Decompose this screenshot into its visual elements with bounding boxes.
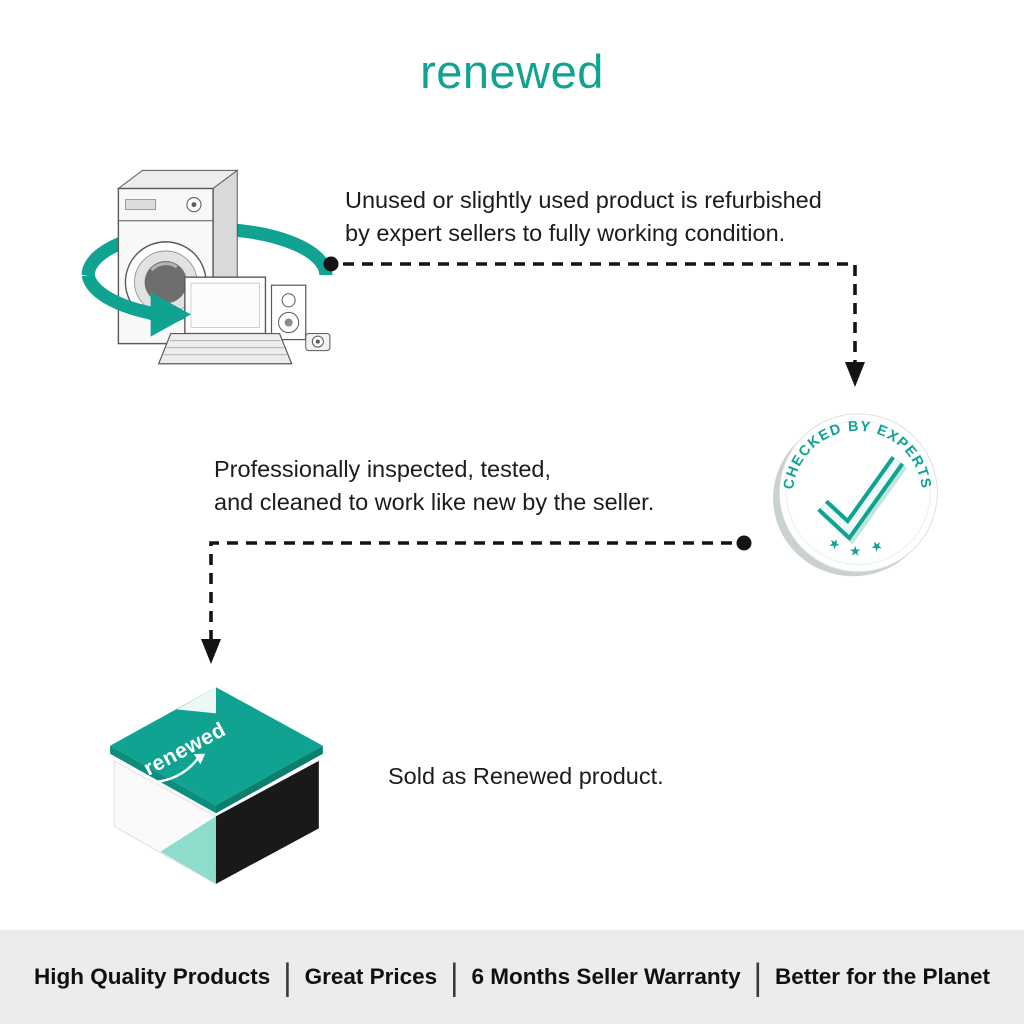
step-2-text: Professionally inspected, tested, and cl…	[214, 453, 654, 519]
box-fold	[176, 687, 216, 714]
badge-face	[778, 413, 938, 573]
connector-badge-to-box	[201, 535, 752, 664]
laptop-icon	[157, 276, 293, 365]
footer-item-warranty: 6 Months Seller Warranty	[471, 964, 741, 989]
step-1-text: Unused or slightly used product is refur…	[345, 184, 822, 250]
footer-item-quality: High Quality Products	[34, 964, 271, 989]
refurbished-products-illustration	[81, 169, 333, 365]
step-2-line-1: Professionally inspected, tested,	[214, 456, 552, 482]
connector-2-arrowhead	[201, 639, 221, 664]
connector-2-dashed-line	[209, 541, 732, 641]
step-1-line-2: by expert sellers to fully working condi…	[345, 220, 786, 246]
box-mint-triangle	[160, 816, 216, 884]
step-2-line-2: and cleaned to work like new by the sell…	[214, 489, 655, 515]
footer-separator: |	[283, 955, 292, 998]
recycle-arrow-head	[150, 292, 191, 337]
step-3-line-1: Sold as Renewed product.	[388, 763, 664, 789]
box-lid-top	[110, 687, 323, 806]
box-lid-rim-left	[110, 745, 216, 814]
checked-by-experts-badge: CHECKED BY EXPERTS ★ ★ ★	[773, 413, 938, 577]
camera-icon	[305, 333, 331, 352]
smile-arrow-icon	[153, 756, 200, 784]
box-lid-rim-right	[215, 745, 323, 814]
connector-2-dot	[736, 535, 752, 551]
recycle-arrow-front	[81, 273, 154, 320]
renewed-box-icon: renewed	[110, 687, 323, 885]
footer-separator: |	[450, 955, 459, 998]
checkmark-highlight	[819, 458, 901, 535]
page-title: renewed	[420, 45, 604, 98]
footer-item-planet: Better for the Planet	[774, 964, 990, 989]
footer-bar: High Quality Products | Great Prices | 6…	[0, 930, 1024, 1024]
footer-separator: |	[753, 955, 762, 998]
footer-item-prices: Great Prices	[304, 964, 438, 989]
box-dark-face	[215, 760, 319, 884]
connector-1-dashed-line	[343, 262, 857, 364]
connector-step1-to-badge	[323, 256, 865, 387]
connector-1-arrowhead	[845, 362, 865, 387]
smile-arrow-tip	[193, 753, 206, 765]
speaker-icon	[270, 284, 307, 341]
step-3-text: Sold as Renewed product.	[388, 760, 664, 793]
step-1-line-1: Unused or slightly used product is refur…	[345, 187, 822, 213]
